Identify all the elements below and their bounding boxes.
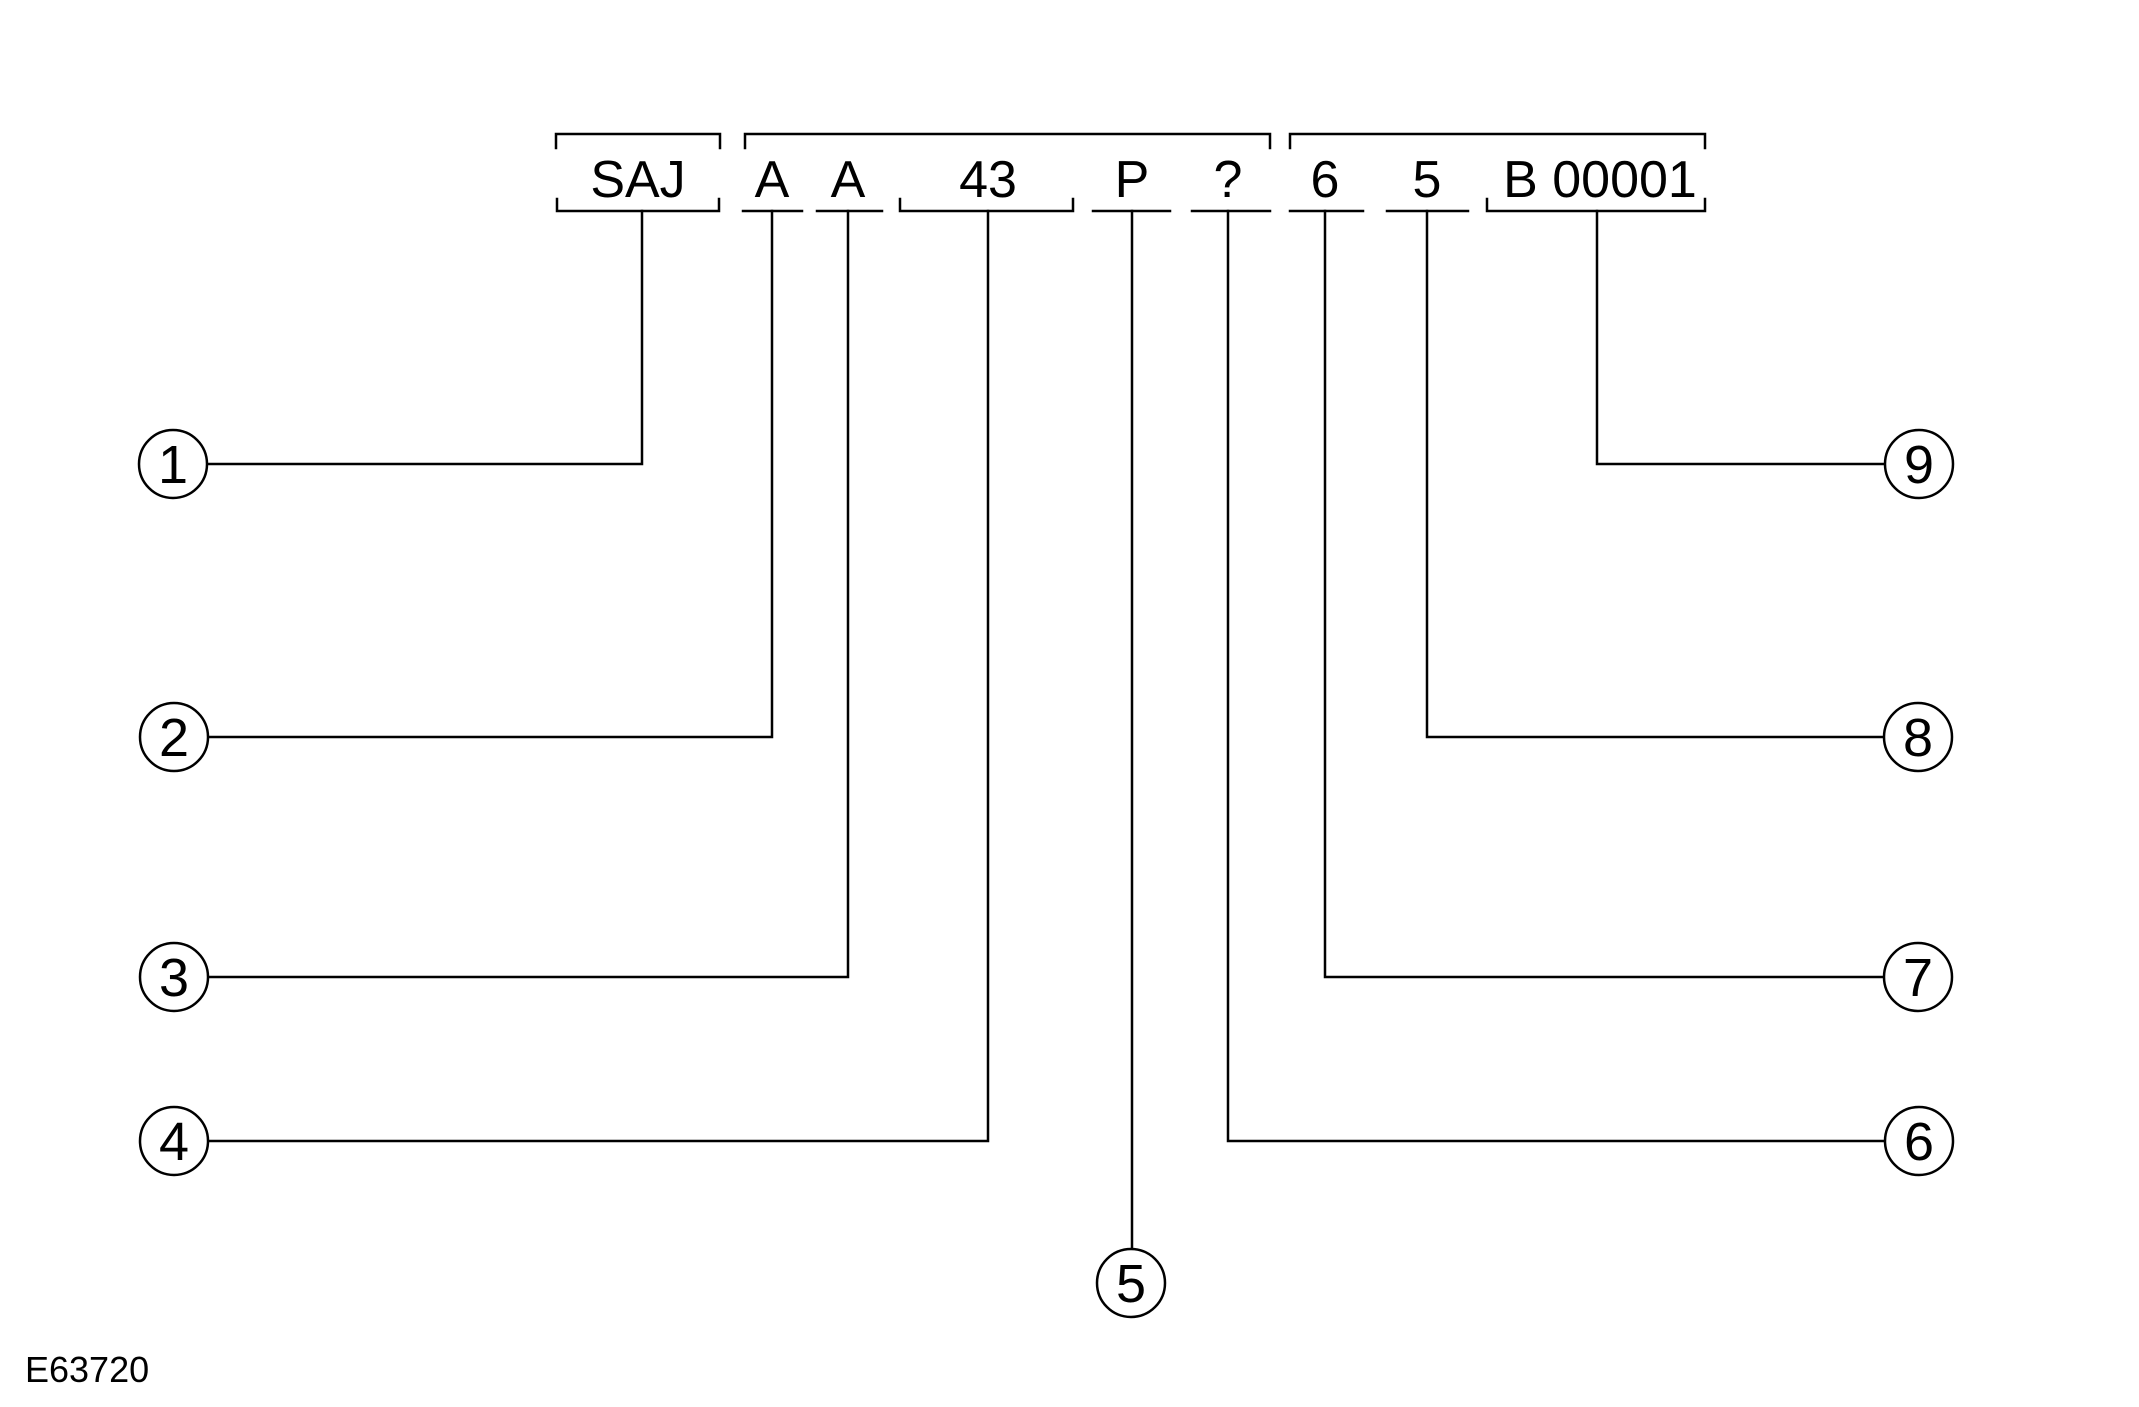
- callout-9-label: 9: [1904, 435, 1934, 495]
- callout-2-circle: [138, 701, 210, 773]
- vin-segment-a2: A: [831, 151, 866, 209]
- bracket-bottom-43: [898, 197, 1075, 213]
- leader-line-1: [205, 209, 644, 466]
- callout-9-circle: [1883, 428, 1955, 500]
- callout-3: 3: [138, 941, 210, 1013]
- callout-6: 6: [1883, 1105, 1955, 1177]
- vin-segment-serial: B 00001: [1503, 151, 1697, 209]
- callout-4-label: 4: [159, 1112, 189, 1172]
- bracket-top-wmi: [554, 132, 722, 150]
- callout-8-label: 8: [1903, 708, 1933, 768]
- leader-line-4: [206, 209, 990, 1143]
- vin-segment-a1: A: [755, 151, 790, 209]
- callout-4-circle: [138, 1105, 210, 1177]
- bracket-top-vds: [743, 132, 1272, 150]
- callout-2-label: 2: [159, 708, 189, 768]
- callout-5: 5: [1095, 1247, 1167, 1319]
- callout-8: 8: [1882, 701, 1954, 773]
- callout-7-circle: [1882, 941, 1954, 1013]
- callout-1-circle: [137, 428, 209, 500]
- vin-segment-6: 6: [1311, 151, 1340, 209]
- callout-6-label: 6: [1904, 1112, 1934, 1172]
- callout-3-label: 3: [159, 948, 189, 1008]
- vin-segment-43: 43: [959, 151, 1017, 209]
- callout-7-label: 7: [1903, 948, 1933, 1008]
- leader-line-6: [1226, 209, 1887, 1143]
- callout-2: 2: [138, 701, 210, 773]
- leader-line-9: [1595, 209, 1887, 466]
- vin-segment-query: ?: [1214, 151, 1243, 209]
- callout-5-circle: [1095, 1247, 1167, 1319]
- vin-segment-saj: SAJ: [590, 151, 685, 209]
- callout-4: 4: [138, 1105, 210, 1177]
- callout-1: 1: [137, 428, 209, 500]
- callout-6-circle: [1883, 1105, 1955, 1177]
- callout-9: 9: [1883, 428, 1955, 500]
- bracket-bottom-saj: [555, 197, 721, 213]
- leader-line-7: [1323, 209, 1886, 979]
- leader-line-3: [206, 209, 850, 979]
- leader-line-2: [206, 209, 774, 739]
- figure-code: E63720: [25, 1349, 149, 1390]
- callout-1-label: 1: [158, 435, 188, 495]
- callout-7: 7: [1882, 941, 1954, 1013]
- vin-segment-5: 5: [1413, 151, 1442, 209]
- vin-segment-p: P: [1115, 151, 1150, 209]
- callout-3-circle: [138, 941, 210, 1013]
- bracket-top-vis: [1288, 132, 1707, 150]
- leader-line-8: [1425, 209, 1886, 739]
- callout-5-label: 5: [1116, 1254, 1146, 1314]
- callout-8-circle: [1882, 701, 1954, 773]
